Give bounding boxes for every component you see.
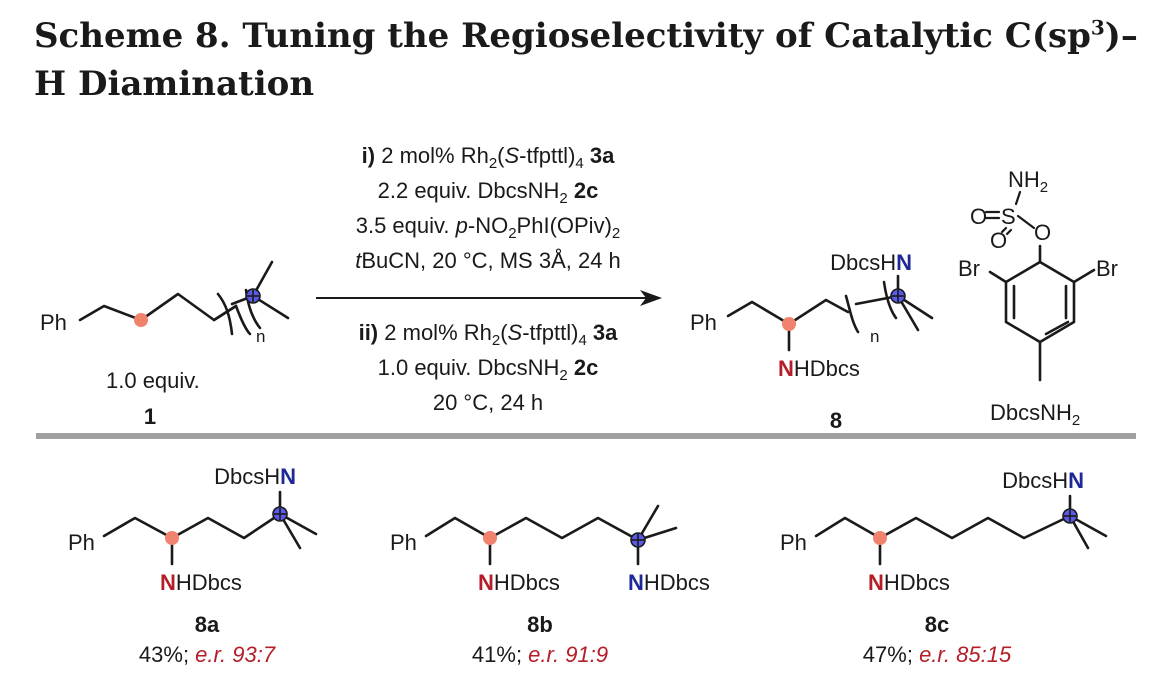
reagent-sulfur: S xyxy=(1001,204,1016,229)
product-bottom-amine: NHDbcs xyxy=(778,356,860,381)
step1-line4: tBuCN, 20 °C, MS 3Å, 24 h xyxy=(355,248,621,273)
example-8a: Ph DbcsHN NHDbcs 8a 43%; e.r. 93:7 xyxy=(68,464,318,667)
bottom-amine: NHDbcs xyxy=(868,570,950,595)
substrate-label: 1 xyxy=(144,404,156,429)
step1-line2: 2.2 equiv. DbcsNH2 2c xyxy=(378,178,599,207)
compound-label: 8b xyxy=(527,612,553,637)
ph-label: Ph xyxy=(390,530,417,555)
substrate-bracket-left xyxy=(216,292,234,336)
red-site-dot xyxy=(165,531,179,545)
scheme-title: Scheme 8. Tuning the Regioselectivity of… xyxy=(34,12,1144,108)
substrate-equiv: 1.0 equiv. xyxy=(106,368,200,393)
substrate-ph: Ph xyxy=(40,310,67,335)
reagent-bond xyxy=(1014,190,1022,206)
reagent-bond xyxy=(988,270,1008,284)
ph-label: Ph xyxy=(68,530,95,555)
reagent-bottom-label: DbcsNH2 xyxy=(990,400,1080,429)
reagent-dbcsnh2: NH2 S O O O Br Br DbcsNH2 xyxy=(958,167,1118,429)
red-site-dot xyxy=(134,313,148,327)
example-8b: Ph NHDbcs NHDbcs 8b 41%; e.r. 91:9 xyxy=(390,504,710,667)
benzene-ring xyxy=(1004,260,1076,344)
reaction-conditions: i) 2 mol% Rh2(S-tfpttl)4 3a 2.2 equiv. D… xyxy=(316,143,662,415)
substrate-bond xyxy=(212,304,238,322)
bottom-amine: NHDbcs xyxy=(478,570,560,595)
yield-line: 47%; e.r. 85:15 xyxy=(863,642,1012,667)
compound-label: 8a xyxy=(195,612,220,637)
ph-label: Ph xyxy=(780,530,807,555)
title-text-end: )–H Diamination xyxy=(34,16,1138,104)
bottom-amine: NHDbcs xyxy=(160,570,242,595)
step1-line3: 3.5 equiv. p-NO2PhI(OPiv)2 xyxy=(356,213,621,242)
top-amine: DbcsHN xyxy=(214,464,296,489)
chain xyxy=(102,512,282,540)
reagent-bond xyxy=(1072,268,1096,284)
reagent-bond xyxy=(1016,214,1036,230)
product-bracket-left xyxy=(844,294,860,334)
title-superscript: 3 xyxy=(1090,15,1105,40)
ring-double-bond xyxy=(1044,320,1070,336)
yield-line: 43%; e.r. 93:7 xyxy=(139,642,276,667)
example-8c: Ph DbcsHN NHDbcs 8c 47%; e.r. 85:15 xyxy=(780,468,1108,667)
chain xyxy=(814,514,1072,540)
double-bond-d xyxy=(1005,228,1013,236)
substrate-subscript-n: n xyxy=(256,327,265,346)
product-8: Ph n DbcsHN NHDbcs 8 xyxy=(690,250,934,433)
bottom-amine-2: NHDbcs xyxy=(628,570,710,595)
reagent-br-left: Br xyxy=(958,256,980,281)
red-site-dot xyxy=(782,317,796,331)
compound-label: 8c xyxy=(925,612,949,637)
step2-line3: 20 °C, 24 h xyxy=(433,390,543,415)
product-bracket-right xyxy=(882,280,898,320)
red-site-dot xyxy=(483,531,497,545)
yield-line: 41%; e.r. 91:9 xyxy=(472,642,608,667)
double-bond-c xyxy=(1000,226,1008,234)
step1-line1: i) 2 mol% Rh2(S-tfpttl)4 3a xyxy=(362,143,615,172)
reagent-oxygen-bottom: O xyxy=(990,228,1007,253)
product-top-amine: DbcsHN xyxy=(830,250,912,275)
reagent-oxygen-left: O xyxy=(970,204,987,229)
reagent-nh2: NH2 xyxy=(1008,167,1048,196)
red-site-dot xyxy=(873,531,887,545)
reaction-arrow-head xyxy=(640,290,662,306)
substrate-chain xyxy=(78,292,238,322)
step2-line2: 1.0 equiv. DbcsNH2 2c xyxy=(378,355,599,384)
chain xyxy=(424,516,640,542)
substrate-1: Ph n 1.0 equiv. 1 xyxy=(40,260,290,429)
reagent-br-right: Br xyxy=(1096,256,1118,281)
substrate-paren-left xyxy=(234,304,252,336)
product-ph: Ph xyxy=(690,310,717,335)
step2-line1: ii) 2 mol% Rh2(S-tfpttl)4 3a xyxy=(359,320,619,349)
title-text: Scheme 8. Tuning the Regioselectivity of… xyxy=(34,16,1091,56)
product-label: 8 xyxy=(830,408,842,433)
reagent-oxygen-ester: O xyxy=(1034,220,1051,245)
top-amine: DbcsHN xyxy=(1002,468,1084,493)
product-subscript-n: n xyxy=(870,327,879,346)
